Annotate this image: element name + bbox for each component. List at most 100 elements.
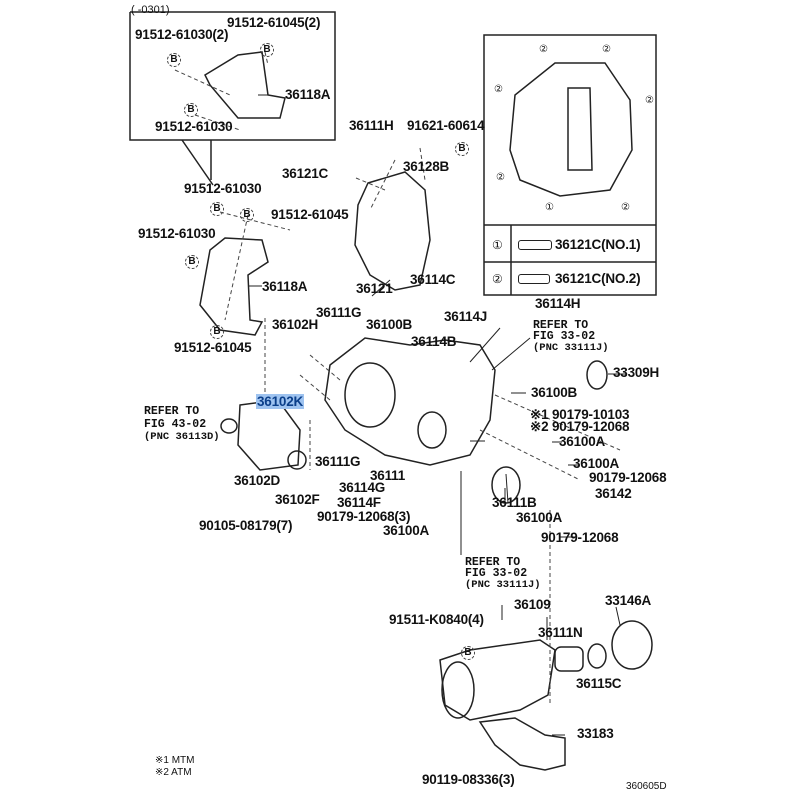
legend-marker-1: ① — [492, 238, 503, 252]
part-label-90179-10103[interactable]: ※1 90179-10103 — [530, 407, 630, 422]
part-label-36100A[interactable]: 36100A — [383, 523, 430, 538]
refer-note-1-line2: FIG 33-02 — [533, 330, 596, 343]
part-label-36121C[interactable]: 36121C — [282, 166, 329, 181]
dust-cover-33146A — [611, 620, 653, 670]
bolt-position-marker: ② — [539, 44, 548, 55]
part-label-36102D[interactable]: 36102D — [234, 473, 281, 488]
part-label-36115C[interactable]: 36115C — [576, 676, 622, 691]
part-label-36100B[interactable]: 36100B — [531, 385, 578, 400]
part-label-36111H[interactable]: 36111H — [349, 118, 394, 133]
bracket-36118A-top — [204, 51, 286, 119]
part-label-36100A[interactable]: 36100A — [559, 434, 606, 449]
part-label-33183[interactable]: 33183 — [577, 726, 614, 741]
part-label-36100B[interactable]: 36100B — [366, 317, 413, 332]
part-label-36114C[interactable]: 36114C — [410, 272, 456, 287]
bolt-marker-b: B — [240, 208, 254, 222]
refer-note-2-line3: (PNC 36113D) — [144, 431, 220, 443]
inset-box-top-left — [129, 11, 336, 141]
refer-note-2-line1: REFER TO — [144, 405, 200, 418]
case-36111 — [324, 337, 496, 466]
part-label-36102H[interactable]: 36102H — [272, 317, 319, 332]
part-label-36114B[interactable]: 36114B — [411, 334, 457, 349]
refer-note-1-line3: (PNC 33111J) — [533, 342, 609, 354]
part-label-36111G[interactable]: 36111G — [315, 454, 361, 469]
part-label-36121C-no2[interactable]: 36121C(NO.2) — [555, 271, 641, 286]
bolt-marker-b: B — [184, 103, 198, 117]
part-label-91511-K0840-4[interactable]: 91511-K0840(4) — [389, 612, 484, 627]
refer-note-3-line2: FIG 33-02 — [465, 567, 528, 580]
seal-36115C — [587, 643, 607, 669]
bolt-marker-b: B — [455, 142, 469, 156]
seal-36111B — [491, 466, 521, 504]
part-label-91512-61045-2[interactable]: 91512-61045(2) — [227, 15, 321, 30]
part-label-90179-12068[interactable]: 90179-12068 — [589, 470, 667, 485]
part-label-91512-61045[interactable]: 91512-61045 — [174, 340, 252, 355]
part-label-36114F[interactable]: 36114F — [337, 495, 381, 510]
part-label-36142[interactable]: 36142 — [595, 486, 632, 501]
refer-note-2-line2: FIG 43-02 — [144, 418, 207, 431]
cover-36121 — [354, 171, 431, 291]
part-label-36118A-inset[interactable]: 36118A — [285, 87, 331, 102]
part-label-90179-12068[interactable]: 90179-12068 — [541, 530, 619, 545]
housing-36102D — [237, 399, 301, 471]
bracket-33183 — [478, 717, 566, 771]
part-label-36114H[interactable]: 36114H — [535, 296, 581, 311]
bolt-position-marker: ② — [602, 44, 611, 55]
part-label-36114G[interactable]: 36114G — [339, 480, 386, 495]
part-label-36111N[interactable]: 36111N — [538, 625, 583, 640]
bolt-marker-b: B — [260, 43, 274, 57]
part-label-90179-12068-3[interactable]: 90179-12068(3) — [317, 509, 411, 524]
part-label-36100A[interactable]: 36100A — [573, 456, 620, 471]
figure-code: 360605D — [626, 781, 667, 792]
bolt-icon — [518, 274, 550, 284]
highlighted-part-number[interactable]: 36102K — [256, 394, 305, 409]
part-label-36102F[interactable]: 36102F — [275, 492, 320, 507]
refer-note-3-line1: REFER TO — [465, 556, 521, 569]
part-label-91512-61030-2[interactable]: 91512-61030(2) — [135, 27, 229, 42]
bolt-marker-b: B — [167, 53, 181, 67]
part-label-36111[interactable]: 36111 — [370, 468, 406, 483]
refer-note-1-line1: REFER TO — [533, 319, 589, 332]
bolt-position-marker: ① — [545, 202, 554, 213]
part-label-33146A[interactable]: 33146A — [605, 593, 652, 608]
bolt-marker-b: B — [210, 325, 224, 339]
bolt-marker-b: B — [185, 255, 199, 269]
refer-note-3-line3: (PNC 33111J) — [465, 579, 541, 591]
bolt-position-marker: ② — [645, 95, 654, 106]
part-label-90119-08336-3[interactable]: 90119-08336(3) — [422, 772, 515, 787]
footnote-atm: ※2 ATM — [155, 767, 192, 778]
bracket-36118A — [199, 237, 269, 336]
bolt-marker-b: B — [461, 646, 475, 660]
part-label-90105-08179-7[interactable]: 90105-08179(7) — [199, 518, 293, 533]
bushing-36111N — [554, 646, 584, 672]
footnote-mtm: ※1 MTM — [155, 755, 195, 766]
bolt-marker-b: B — [210, 202, 224, 216]
part-label-91512-61045[interactable]: 91512-61045 — [271, 207, 349, 222]
part-label-33309H[interactable]: 33309H — [613, 365, 660, 380]
part-label-36114J[interactable]: 36114J — [444, 309, 488, 324]
part-label-36102K-highlighted[interactable]: 36102K — [256, 394, 305, 409]
part-label-36128B[interactable]: 36128B — [403, 159, 450, 174]
part-label-36109[interactable]: 36109 — [514, 597, 551, 612]
housing-36109 — [439, 639, 556, 721]
inset-box-top-right — [483, 34, 657, 296]
seal-33309H — [586, 360, 608, 390]
part-label-36111G[interactable]: 36111G — [316, 305, 362, 320]
part-label-91512-61030[interactable]: 91512-61030 — [184, 181, 262, 196]
part-label-36118A[interactable]: 36118A — [262, 279, 308, 294]
cover-outline — [509, 62, 633, 197]
part-label-36111B[interactable]: 36111B — [492, 495, 537, 510]
date-range: ( -0301) — [131, 4, 170, 16]
part-label-90179-12068[interactable]: ※2 90179-12068 — [530, 419, 630, 434]
bolt-icon — [518, 240, 552, 250]
part-label-36121C-no1[interactable]: 36121C(NO.1) — [555, 237, 641, 252]
part-label-36121[interactable]: 36121 — [356, 281, 393, 296]
bolt-position-marker: ② — [621, 202, 630, 213]
part-label-91621-60614[interactable]: 91621-60614 — [407, 118, 485, 133]
part-label-36100A[interactable]: 36100A — [516, 510, 563, 525]
part-label-91512-61030[interactable]: 91512-61030 — [138, 226, 216, 241]
part-label-91512-61030-inset[interactable]: 91512-61030 — [155, 119, 233, 134]
bolt-position-marker: ② — [496, 172, 505, 183]
